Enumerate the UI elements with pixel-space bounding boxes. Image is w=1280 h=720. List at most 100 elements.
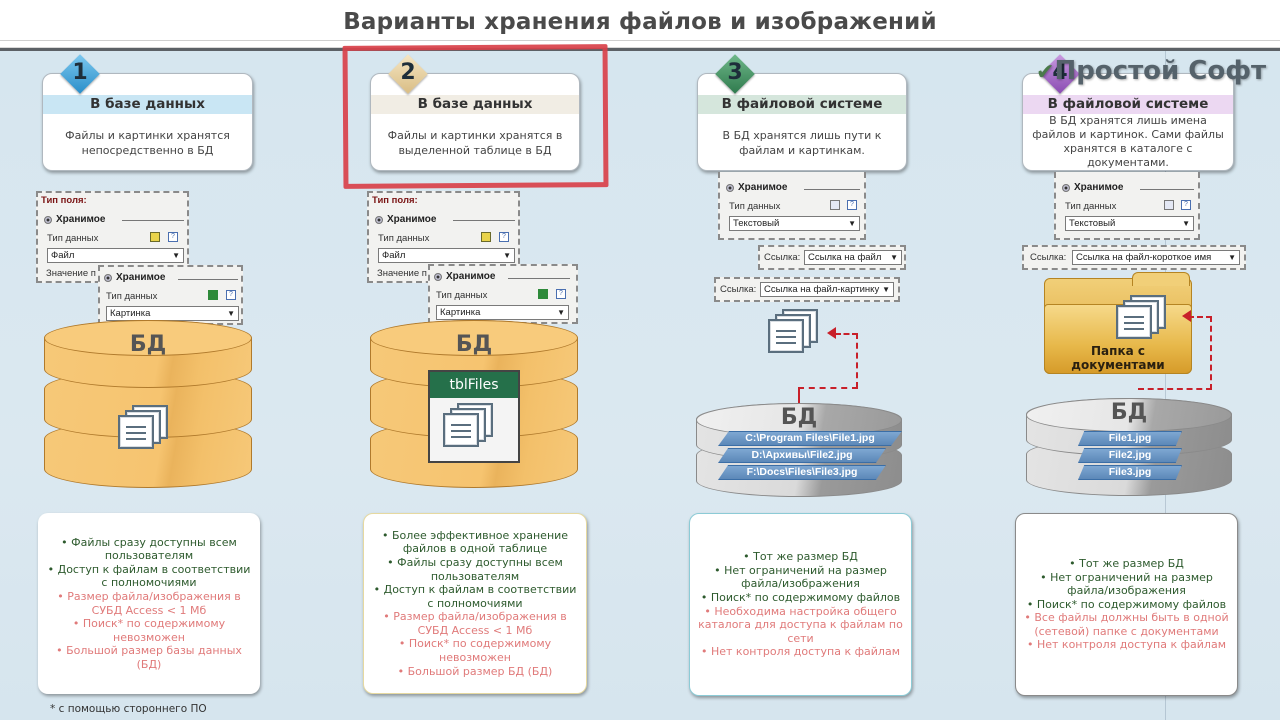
data-type-select[interactable]: Картинка▼ <box>106 306 239 321</box>
con-item: Поиск* по содержимому невозможен <box>370 637 580 664</box>
link-label: Ссылка: <box>720 284 757 295</box>
pros-cons-card-4: Тот же размер БД Нет ограничений на разм… <box>1015 513 1238 696</box>
file-path-tag: C:\Program Files\File1.jpg <box>718 431 902 446</box>
pro-item: Поиск* по содержимому файлов <box>701 591 900 605</box>
pro-item: Доступ к файлам в соответствии с полномо… <box>44 563 254 590</box>
folder-label: Папка с документами <box>1071 344 1165 372</box>
option-number: 1 <box>72 60 88 85</box>
stored-radio[interactable]: Хранимое <box>1062 182 1123 193</box>
arrow-head-icon <box>1182 310 1191 322</box>
file-path-tag: File1.jpg <box>1078 431 1182 446</box>
reference-arrow <box>835 333 858 335</box>
help-icon[interactable]: ? <box>847 200 857 210</box>
data-type-select[interactable]: Картинка▼ <box>436 305 569 320</box>
data-type-select[interactable]: Файл▼ <box>47 248 184 263</box>
stored-radio[interactable]: Хранимое <box>726 182 787 193</box>
divider <box>1140 189 1194 190</box>
option-description: В БД хранятся лишь пути к файлам и карти… <box>722 129 882 157</box>
picture-icon <box>538 289 548 299</box>
footnote: * с помощью стороннего ПО <box>50 703 207 715</box>
documents-icon <box>443 403 493 449</box>
help-icon[interactable]: ? <box>226 290 236 300</box>
radio-icon <box>44 215 52 224</box>
data-type-select[interactable]: Текстовый▼ <box>729 216 860 231</box>
pro-item: Тот же размер БД <box>1069 557 1184 571</box>
divider <box>508 278 570 279</box>
brand-logo: ✔Простой Софт <box>1036 56 1267 86</box>
file-path-tag: D:\Архивы\File2.jpg <box>718 448 886 463</box>
data-type-select[interactable]: Текстовый▼ <box>1065 216 1194 231</box>
dialog-caption: Тип поля: <box>41 195 87 206</box>
option-title: В базе данных <box>371 95 579 114</box>
file-path-tag: File3.jpg <box>1078 465 1182 480</box>
con-item: Необходима настройка общего каталога для… <box>696 605 905 646</box>
con-item: Нет контроля доступа к файлам <box>1027 638 1226 652</box>
highlight-frame <box>342 44 609 189</box>
field-type-dialog: Хранимое Тип данных ? Текстовый▼ <box>1054 172 1200 240</box>
option-description: Файлы и картинки хранятся непосредственн… <box>65 129 230 157</box>
divider <box>178 279 238 280</box>
reference-arrow <box>856 333 858 388</box>
help-icon[interactable]: ? <box>556 289 566 299</box>
option-card-1: В базе данных Файлы и картинки хранятся … <box>42 73 253 171</box>
text-icon <box>830 200 840 210</box>
database-label: БД <box>1110 400 1148 425</box>
file-path-tag: F:\Docs\Files\File3.jpg <box>718 465 886 480</box>
link-dialog-picture: Ссылка: Ссылка на файл-картинку▼ <box>714 277 900 302</box>
file-path-tag: File2.jpg <box>1078 448 1182 463</box>
pro-item: Поиск* по содержимому файлов <box>1027 598 1226 612</box>
file-icon <box>481 232 491 242</box>
data-type-select[interactable]: Файл▼ <box>378 248 515 263</box>
option-description: В БД хранятся лишь имена файлов и картин… <box>1032 114 1224 169</box>
stored-radio[interactable]: Хранимое <box>104 272 165 283</box>
divider <box>0 48 1280 51</box>
database-label: БД <box>455 332 493 357</box>
header: Варианты хранения файлов и изображений <box>0 0 1280 48</box>
pro-item: Файлы сразу доступны всем пользователям <box>370 556 580 583</box>
reference-arrow <box>798 387 858 389</box>
arrow-head-icon <box>827 327 836 339</box>
link-select[interactable]: Ссылка на файл-короткое имя▼ <box>1072 250 1240 265</box>
radio-icon <box>726 183 734 192</box>
pro-item: Более эффективное хранение файлов в одно… <box>370 529 580 556</box>
link-select[interactable]: Ссылка на файл-картинку▼ <box>760 282 894 297</box>
pro-item: Доступ к файлам в соответствии с полномо… <box>370 583 580 610</box>
stored-radio[interactable]: Хранимое <box>375 214 436 225</box>
data-type-label: Тип данных <box>436 290 488 301</box>
con-item: Размер файла/изображения в СУБД Access <… <box>44 590 254 617</box>
data-type-label: Тип данных <box>378 233 430 244</box>
divider <box>453 220 515 221</box>
data-type-label: Тип данных <box>106 291 158 302</box>
value-label: Значение п <box>377 268 427 279</box>
text-icon <box>1164 200 1174 210</box>
con-item: Поиск* по содержимому невозможен <box>44 617 254 644</box>
option-title: В файловой системе <box>1023 95 1233 114</box>
help-icon[interactable]: ? <box>168 232 178 242</box>
help-icon[interactable]: ? <box>1181 200 1191 210</box>
con-item: Все файлы должны быть в одной (сетевой) … <box>1022 611 1231 638</box>
database-label: БД <box>129 332 167 357</box>
database-label: БД <box>780 405 818 430</box>
check-icon: ✔ <box>1036 60 1055 85</box>
link-dialog: Ссылка: Ссылка на файл-короткое имя▼ <box>1022 245 1246 270</box>
pro-item: Файлы сразу доступны всем пользователям <box>44 536 254 563</box>
stored-radio[interactable]: Хранимое <box>44 214 105 225</box>
help-icon[interactable]: ? <box>499 232 509 242</box>
file-icon <box>150 232 160 242</box>
pros-cons-card-2: Более эффективное хранение файлов в одно… <box>363 513 587 694</box>
option-title: В базе данных <box>43 95 252 114</box>
link-select[interactable]: Ссылка на файл▼ <box>804 250 902 265</box>
radio-icon <box>104 273 112 282</box>
divider <box>804 189 860 190</box>
documents-icon <box>118 405 168 451</box>
pro-item: Нет ограничений на размер файла/изображе… <box>696 564 905 591</box>
documents-icon <box>1116 295 1166 341</box>
picture-icon <box>208 290 218 300</box>
field-type-dialog-picture: Хранимое Тип данных ? Картинка▼ <box>98 265 243 325</box>
field-type-dialog: Хранимое Тип данных ? Текстовый▼ <box>718 172 866 240</box>
option-description: Файлы и картинки хранятся в выделенной т… <box>387 129 563 157</box>
con-item: Большой размер базы данных (БД) <box>44 644 254 671</box>
reference-arrow <box>798 387 800 405</box>
stored-radio[interactable]: Хранимое <box>434 271 495 282</box>
option-number: 3 <box>727 60 743 85</box>
